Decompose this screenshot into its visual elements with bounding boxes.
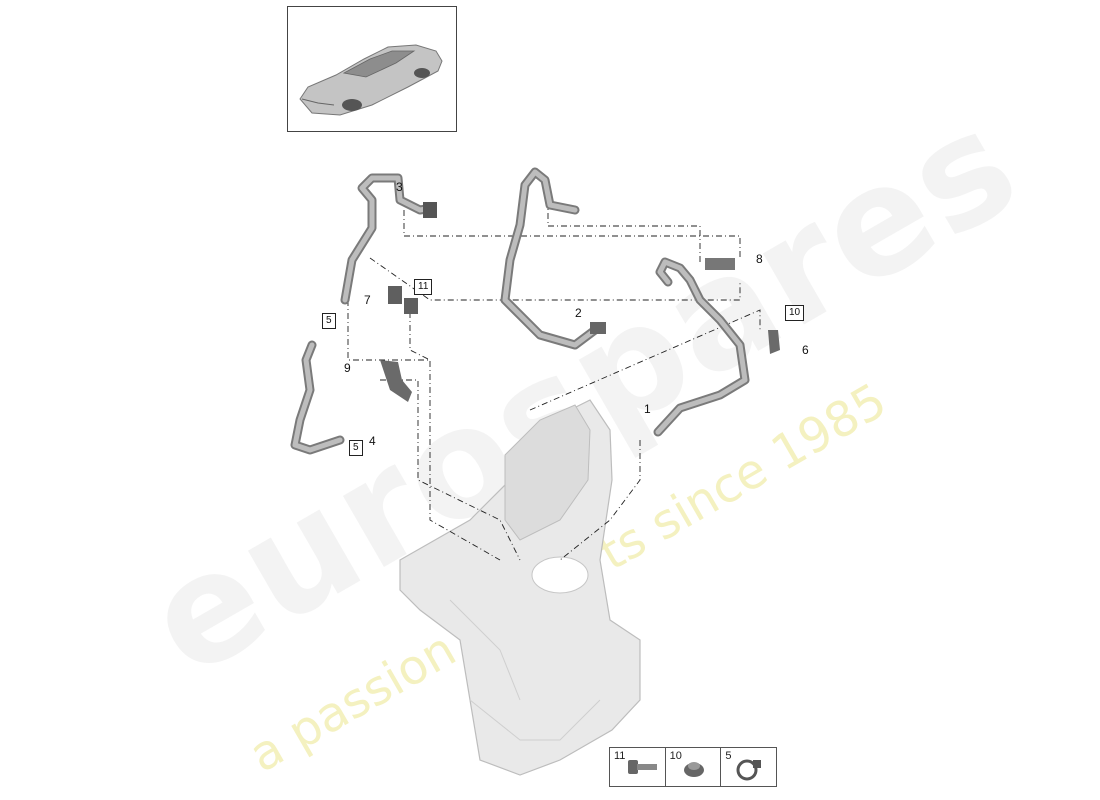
legend-cell-bolt[interactable]: 11 — [610, 748, 666, 786]
callout-part-11[interactable]: 11 — [414, 279, 433, 295]
leader-lines — [347, 200, 761, 561]
hose-part-1 — [653, 257, 750, 437]
grommet-icon — [683, 762, 704, 777]
connector-part-3 — [423, 202, 437, 218]
vehicle-thumbnail — [287, 6, 457, 132]
connector-part-2 — [590, 322, 606, 334]
legend-number: 10 — [669, 750, 682, 762]
connector-part-8 — [705, 258, 735, 270]
callout-part-5-top[interactable]: 5 — [322, 313, 336, 329]
small-parts-legend: 11 10 5 — [609, 747, 777, 787]
bracket-part-9 — [380, 360, 412, 402]
body-bulkhead — [399, 399, 641, 776]
legend-number: 5 — [725, 750, 732, 762]
callout-part-3[interactable]: 3 — [396, 180, 403, 194]
legend-cell-hose-clamp[interactable]: 5 — [721, 748, 776, 786]
hose-part-2 — [500, 167, 606, 350]
car-overview-icon — [299, 44, 443, 116]
callout-part-10[interactable]: 10 — [785, 305, 805, 321]
callout-part-8[interactable]: 8 — [756, 252, 763, 266]
callout-part-5-bottom[interactable]: 5 — [349, 440, 363, 456]
legend-cell-grommet[interactable]: 10 — [666, 748, 722, 786]
hose-part-4 — [290, 340, 345, 455]
hose-part-3 — [340, 173, 437, 305]
callout-part-2[interactable]: 2 — [575, 306, 582, 320]
callout-part-9[interactable]: 9 — [344, 361, 351, 375]
hose-clamp-icon — [736, 759, 762, 781]
clip-part-6 — [768, 330, 780, 354]
callout-part-7[interactable]: 7 — [364, 293, 371, 307]
bracket-part-7 — [388, 286, 418, 314]
callout-part-4[interactable]: 4 — [369, 434, 376, 448]
legend-number: 11 — [614, 750, 626, 762]
bolt-icon — [628, 760, 657, 774]
callout-part-6[interactable]: 6 — [802, 343, 809, 357]
callout-part-1[interactable]: 1 — [644, 402, 651, 416]
